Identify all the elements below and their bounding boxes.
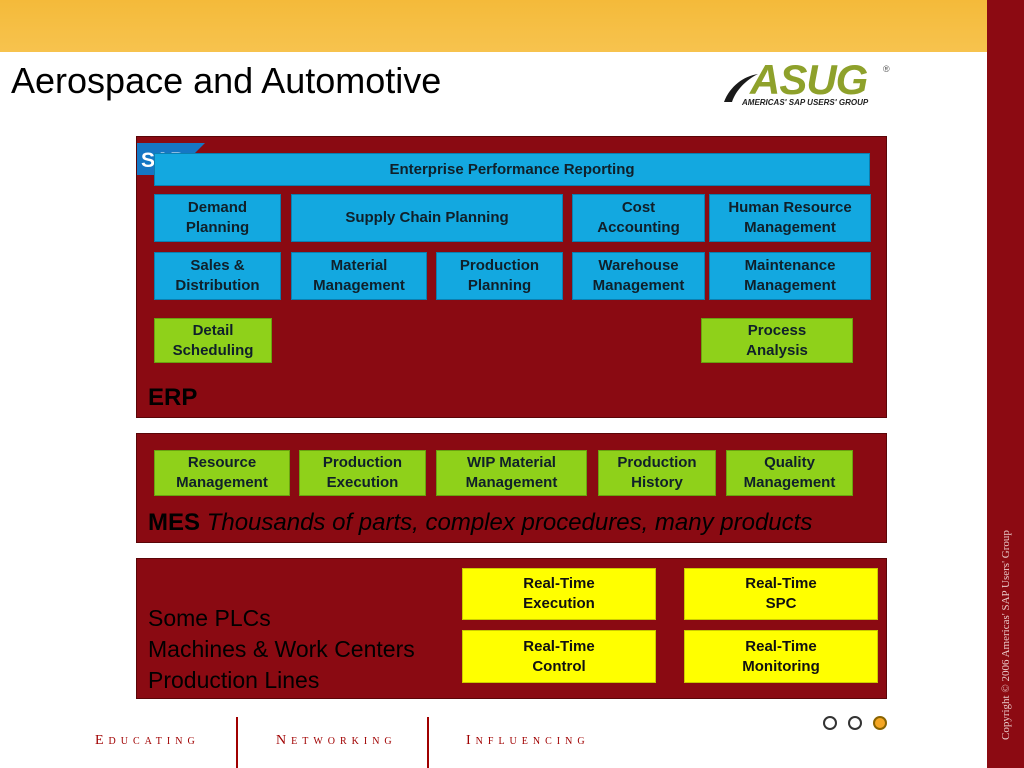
erp-label-text: ERP — [148, 384, 198, 411]
logo-tagline: AMERICAS' SAP USERS' GROUP — [742, 98, 869, 107]
slide-dot-3[interactable] — [873, 716, 887, 730]
cost-accounting-module[interactable]: Cost Accounting — [572, 194, 705, 242]
material-management-module[interactable]: Material Management — [291, 252, 427, 300]
erp-panel: SAP Enterprise Performance Reporting Dem… — [136, 136, 887, 418]
plc-description: Some PLCs Machines & Work Centers Produc… — [148, 603, 415, 696]
mes-label-text: MES — [148, 509, 201, 536]
supply-chain-planning-module[interactable]: Supply Chain Planning — [291, 194, 563, 242]
footer-divider-1 — [236, 717, 238, 768]
realtime-execution-module[interactable]: Real-Time Execution — [462, 568, 656, 620]
erp-label: ERP — [148, 384, 197, 412]
maintenance-management-module[interactable]: Maintenance Management — [709, 252, 871, 300]
asug-logo: ASUG ® AMERICAS' SAP USERS' GROUP — [720, 56, 896, 112]
mes-label: MES Thousands of parts, complex procedur… — [148, 509, 812, 537]
demand-planning-module[interactable]: Demand Planning — [154, 194, 281, 242]
wip-material-module[interactable]: WIP Material Management — [436, 450, 587, 496]
realtime-spc-module[interactable]: Real-Time SPC — [684, 568, 878, 620]
plc-panel: Some PLCs Machines & Work Centers Produc… — [136, 558, 887, 699]
logo-registered-mark: ® — [883, 64, 890, 74]
warehouse-management-module[interactable]: Warehouse Management — [572, 252, 705, 300]
slide-title: Aerospace and Automotive — [11, 60, 442, 101]
mes-panel: Resource Management Production Execution… — [136, 433, 887, 543]
slide-dot-2[interactable] — [848, 716, 862, 730]
human-resource-module[interactable]: Human Resource Management — [709, 194, 871, 242]
plc-line-plcs: Some PLCs — [148, 605, 271, 631]
header-bar — [0, 0, 987, 52]
production-history-module[interactable]: Production History — [598, 450, 716, 496]
logo-name: ASUG — [750, 56, 868, 103]
footer-networking: Networking — [276, 733, 397, 748]
realtime-monitoring-module[interactable]: Real-Time Monitoring — [684, 630, 878, 683]
quality-management-module[interactable]: Quality Management — [726, 450, 853, 496]
detail-scheduling-module[interactable]: Detail Scheduling — [154, 318, 272, 363]
resource-management-module[interactable]: Resource Management — [154, 450, 290, 496]
mes-caption: Thousands of parts, complex procedures, … — [206, 509, 813, 536]
production-execution-module[interactable]: Production Execution — [299, 450, 426, 496]
sales-distribution-module[interactable]: Sales & Distribution — [154, 252, 281, 300]
enterprise-reporting-module[interactable]: Enterprise Performance Reporting — [154, 153, 870, 186]
process-analysis-module[interactable]: Process Analysis — [701, 318, 853, 363]
realtime-control-module[interactable]: Real-Time Control — [462, 630, 656, 683]
copyright-text: Copyright © 2006 Americas' SAP Users' Gr… — [1000, 530, 1012, 740]
production-planning-module[interactable]: Production Planning — [436, 252, 563, 300]
side-bar — [987, 0, 1024, 768]
plc-line-production: Production Lines — [148, 667, 320, 693]
logo-swoosh-icon — [724, 74, 758, 102]
footer-educating: Educating — [95, 733, 200, 748]
slide-dot-1[interactable] — [823, 716, 837, 730]
footer-divider-2 — [427, 717, 429, 768]
footer-influencing: Influencing — [466, 733, 590, 748]
plc-line-machines: Machines & Work Centers — [148, 636, 415, 662]
